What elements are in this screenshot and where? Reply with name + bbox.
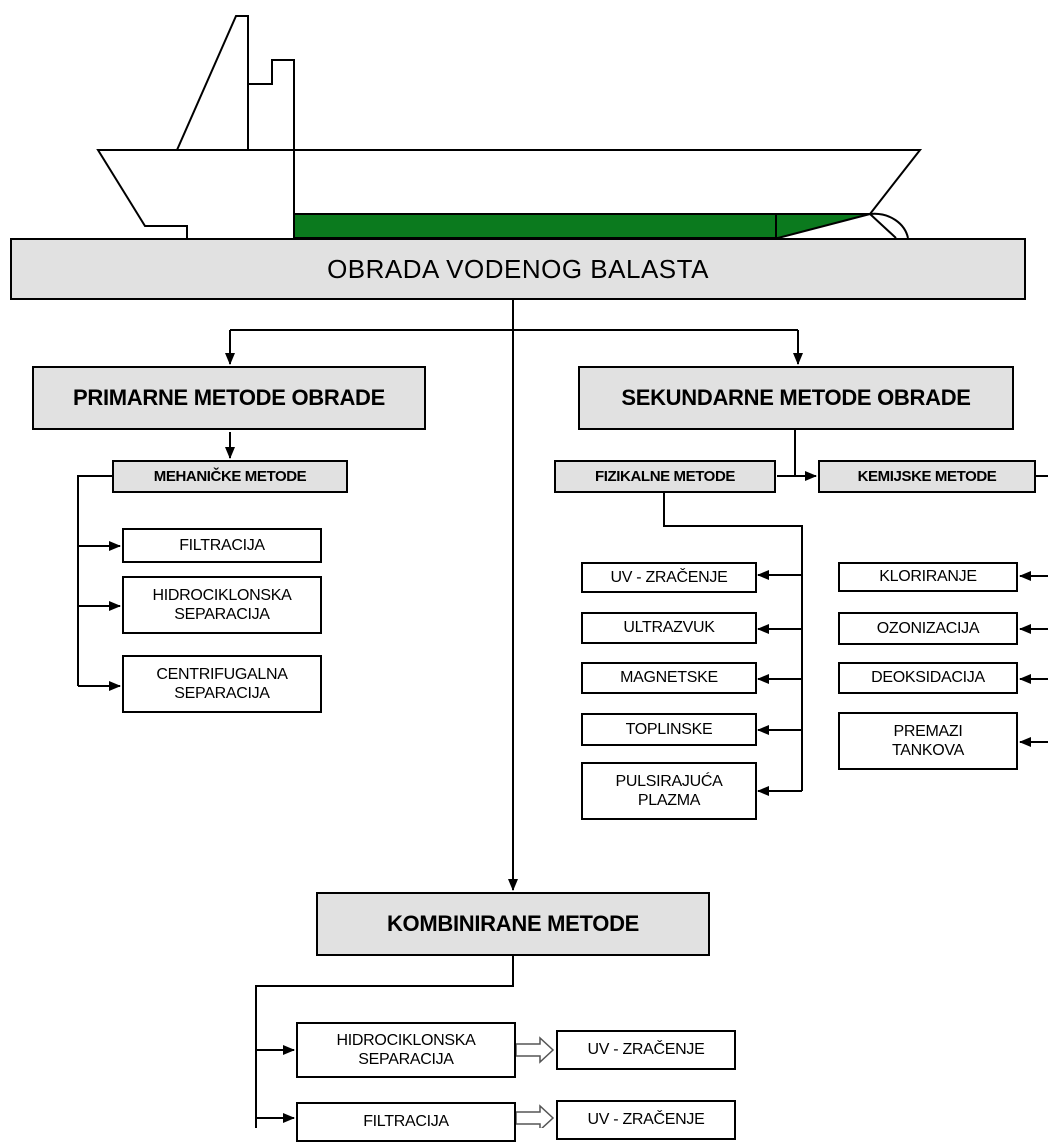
combined-pair-1-first: HIDROCIKLONSKA SEPARACIJA xyxy=(296,1022,516,1078)
physical-item-toplinske: TOPLINSKE xyxy=(581,713,757,746)
chemical-item-premazi: PREMAZI TANKOVA xyxy=(838,712,1018,770)
physical-item-ultrazvuk: ULTRAZVUK xyxy=(581,612,757,644)
hollow-arrow-icon xyxy=(515,1036,555,1128)
chemical-item-ozonizacija: OZONIZACIJA xyxy=(838,612,1018,645)
primary-item-hidrociklonska: HIDROCIKLONSKA SEPARACIJA xyxy=(122,576,322,634)
chemical-methods-title: KEMIJSKE METODE xyxy=(857,468,997,485)
combined-methods-title: KOMBINIRANE METODE xyxy=(386,911,640,936)
physical-item-magnetske: MAGNETSKE xyxy=(581,662,757,694)
physical-item-uv: UV - ZRAČENJE xyxy=(581,562,757,593)
physical-methods-title: FIZIKALNE METODE xyxy=(595,468,735,485)
combined-pair-2-first: FILTRACIJA xyxy=(296,1102,516,1142)
chemical-methods-box: KEMIJSKE METODE xyxy=(818,460,1036,493)
primary-methods-title: PRIMARNE METODE OBRADE xyxy=(72,385,385,410)
primary-item-centrifugalna: CENTRIFUGALNA SEPARACIJA xyxy=(122,655,322,713)
combined-pair-1-second: UV - ZRAČENJE xyxy=(556,1030,736,1070)
ballast-tank-shape xyxy=(293,213,871,239)
secondary-methods-title: SEKUNDARNE METODE OBRADE xyxy=(621,385,971,410)
ship-outline-icon xyxy=(96,15,923,239)
physical-item-plazma: PULSIRAJUĆA PLAZMA xyxy=(581,762,757,820)
main-title: OBRADA VODENOG BALASTA xyxy=(327,253,709,284)
main-title-box: OBRADA VODENOG BALASTA xyxy=(10,238,1026,300)
primary-item-filtracija: FILTRACIJA xyxy=(122,528,322,563)
combined-pair-2-second: UV - ZRAČENJE xyxy=(556,1100,736,1140)
primary-methods-box: PRIMARNE METODE OBRADE xyxy=(32,366,426,430)
mechanical-methods-box: MEHANIČKE METODE xyxy=(112,460,348,493)
secondary-methods-box: SEKUNDARNE METODE OBRADE xyxy=(578,366,1014,430)
chemical-item-kloriranje: KLORIRANJE xyxy=(838,562,1018,592)
combined-methods-box: KOMBINIRANE METODE xyxy=(316,892,710,956)
mechanical-methods-title: MEHANIČKE METODE xyxy=(153,468,307,485)
physical-methods-box: FIZIKALNE METODE xyxy=(554,460,776,493)
chemical-item-deoksidacija: DEOKSIDACIJA xyxy=(838,662,1018,694)
